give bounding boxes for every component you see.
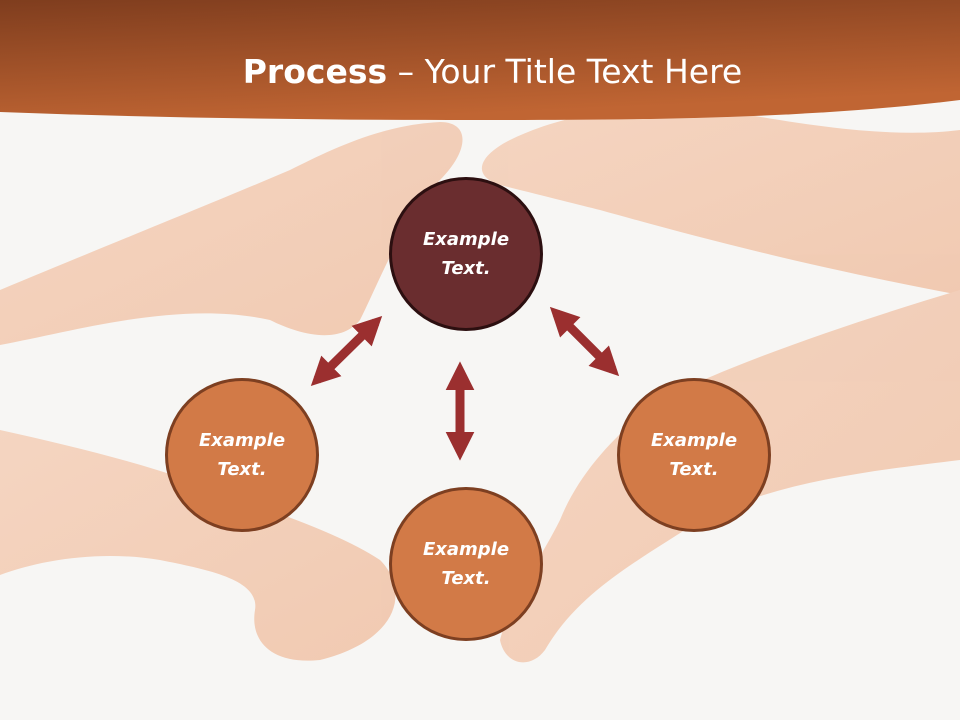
- header-banner: [0, 0, 960, 120]
- node-left-text: Example Text.: [198, 430, 286, 480]
- process-node-bottom: Example Text.: [389, 487, 543, 641]
- node-top-text: Example Text.: [422, 229, 510, 279]
- node-bottom-text: Example Text.: [422, 539, 510, 589]
- process-node-left: Example Text.: [165, 378, 319, 532]
- title-bold: Process: [242, 52, 388, 91]
- arrow-top-right: [549, 306, 620, 377]
- slide-title: Process – Your Title Text Here: [0, 52, 960, 91]
- node-right-text: Example Text.: [650, 430, 738, 480]
- arrow-top-left: [310, 315, 383, 387]
- process-node-top: Example Text.: [389, 177, 543, 331]
- title-rest: – Your Title Text Here: [387, 52, 743, 91]
- process-node-right: Example Text.: [617, 378, 771, 532]
